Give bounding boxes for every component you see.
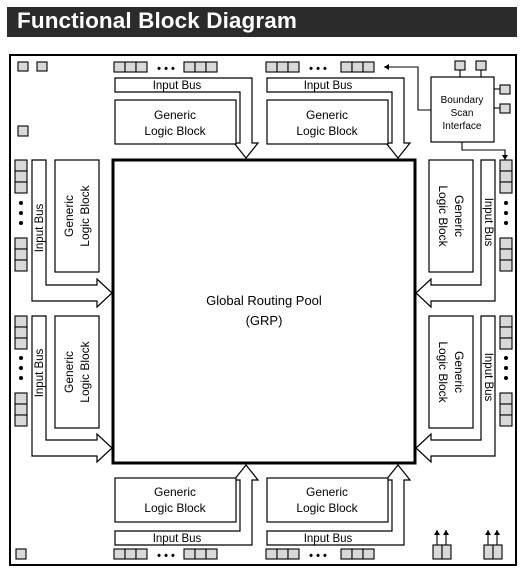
input-bus-arrow bbox=[415, 159, 496, 309]
boundary-scan-label: Scan bbox=[451, 108, 474, 119]
generic-logic-block bbox=[54, 315, 100, 429]
input-bus-label: Input Bus bbox=[304, 533, 353, 545]
corner-pad bbox=[17, 125, 29, 137]
page-title: Functional Block Diagram bbox=[17, 8, 297, 33]
input-bus-label: Input Bus bbox=[304, 80, 353, 92]
title-bar: Functional Block Diagram bbox=[7, 7, 517, 37]
logic-block-label: Generic bbox=[452, 351, 466, 393]
logic-block-label: Logic Block bbox=[78, 340, 92, 402]
logic-block-label: Generic bbox=[306, 485, 348, 499]
global-routing-pool bbox=[111, 158, 417, 465]
corner-pad bbox=[15, 548, 27, 560]
io-pad-group bbox=[499, 315, 513, 427]
logic-block-label: Generic bbox=[452, 195, 466, 237]
io-dots: • • • bbox=[309, 550, 327, 562]
input-bus-arrow bbox=[114, 464, 260, 546]
logic-block-label: Logic Block bbox=[296, 124, 358, 138]
input-bus-label: Input Bus bbox=[153, 80, 202, 92]
io-pad-group: • • • bbox=[113, 61, 218, 75]
input-bus-label: Input Bus bbox=[34, 348, 46, 397]
logic-block-label: Logic Block bbox=[296, 501, 358, 515]
io-pad-group: • • • bbox=[265, 61, 375, 75]
generic-logic-block bbox=[114, 99, 237, 145]
logic-block-label: Logic Block bbox=[144, 124, 206, 138]
grp-abbrev: (GRP) bbox=[246, 313, 283, 328]
io-pad-group: • • • bbox=[113, 548, 218, 562]
input-bus-arrow bbox=[31, 159, 113, 309]
scan-chain-line bbox=[384, 64, 508, 160]
grp-label: Global Routing Pool bbox=[206, 293, 322, 308]
logic-block-label: Generic bbox=[154, 108, 196, 122]
generic-logic-block bbox=[428, 159, 474, 273]
logic-block-label: Generic bbox=[154, 485, 196, 499]
corner-pad bbox=[36, 61, 48, 72]
generic-logic-block bbox=[266, 99, 389, 145]
input-bus-label: Input Bus bbox=[482, 198, 494, 247]
logic-block-label: Logic Block bbox=[144, 501, 206, 515]
input-bus-label: Input Bus bbox=[34, 203, 46, 252]
input-bus-arrow bbox=[266, 464, 412, 546]
logic-block-label: Logic Block bbox=[436, 341, 450, 403]
input-bus-arrow bbox=[31, 315, 113, 464]
io-dots: • • • bbox=[157, 550, 175, 562]
generic-logic-block bbox=[428, 315, 474, 429]
boundary-scan-label: Interface bbox=[443, 121, 482, 132]
logic-block-label: Logic Block bbox=[78, 184, 92, 246]
logic-block-label: Generic bbox=[62, 195, 76, 237]
input-bus-arrow bbox=[266, 77, 412, 159]
generic-logic-block bbox=[114, 477, 237, 523]
input-bus-arrow bbox=[415, 315, 496, 464]
io-pad-group: • • • bbox=[265, 548, 375, 562]
logic-block-label: Generic bbox=[306, 108, 348, 122]
logic-block-label: Logic Block bbox=[436, 185, 450, 247]
boundary-scan-label: Boundary bbox=[441, 95, 484, 106]
device-outline bbox=[9, 54, 517, 566]
corner-pad bbox=[17, 61, 29, 72]
generic-logic-block bbox=[266, 477, 389, 523]
input-bus-arrow bbox=[114, 77, 260, 159]
io-pad-group bbox=[14, 315, 28, 427]
jtag-pads bbox=[454, 60, 511, 114]
logic-block-label: Generic bbox=[62, 351, 76, 393]
clock-input-pads bbox=[432, 530, 503, 560]
input-bus-label: Input Bus bbox=[153, 533, 202, 545]
input-bus-label: Input Bus bbox=[482, 353, 494, 402]
io-dots: • • • bbox=[157, 63, 175, 75]
io-pad-group bbox=[14, 159, 28, 272]
generic-logic-block bbox=[54, 159, 100, 273]
io-dots: • • • bbox=[309, 63, 327, 75]
io-pad-group bbox=[499, 159, 513, 272]
